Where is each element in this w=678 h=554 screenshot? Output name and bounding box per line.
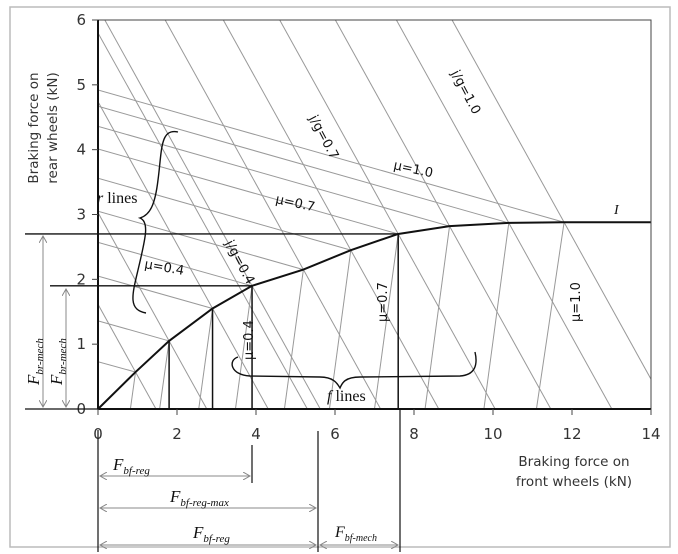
f-line (483, 222, 510, 409)
r-line (98, 177, 351, 251)
ideal-braking-curve (97, 221, 651, 410)
y-axis-title-line2: rear wheels (kN) (45, 72, 61, 183)
jg-line (104, 20, 321, 409)
x-tick-label: 8 (409, 425, 419, 443)
y-tick-label: 4 (76, 141, 86, 159)
F-bf-mech-label: Fbf-mech (334, 524, 377, 544)
dimension-lines (25, 408, 401, 552)
y-tick-label: 2 (76, 270, 86, 288)
jg-1.0-label: j/g=1.0 (447, 67, 483, 117)
jg-line (279, 20, 496, 409)
y-tick-label: 6 (76, 11, 86, 29)
mu-0.4-r-label: μ=0.4 (143, 257, 185, 279)
x-tick-label: 10 (483, 425, 502, 443)
jg-line (334, 20, 552, 409)
ideal-curve-label: I (613, 203, 620, 218)
f-line (424, 226, 451, 409)
x-tick-label: 4 (251, 425, 261, 443)
mu-0.4-f-label: μ=0.4 (242, 320, 257, 360)
f-line (283, 269, 304, 409)
f-line (198, 308, 214, 409)
f-lines-brace (231, 351, 477, 390)
jg-line (98, 100, 269, 409)
jg-line (98, 211, 208, 409)
construction-lines (98, 20, 651, 409)
F-br-mech-inner-label: Fbr-mech (47, 338, 69, 386)
x-tick-label: 6 (330, 425, 340, 443)
r-line (98, 275, 213, 309)
y-axis-title-line1: Braking force on (26, 72, 42, 183)
y-tick-label: 1 (76, 335, 86, 353)
r-line (98, 320, 170, 342)
f-line (129, 371, 137, 409)
r-line (98, 125, 450, 227)
x-axis-title-line1: Braking force on (518, 454, 629, 470)
x-tick-label: 2 (172, 425, 182, 443)
f-line (535, 222, 565, 409)
r-line (98, 361, 136, 373)
mu-0.7-r-label: μ=0.7 (274, 192, 316, 215)
mu-1.0-f-label: μ=1.0 (569, 282, 584, 322)
jg-0.7-label: j/g=0.7 (305, 112, 341, 162)
x-tick-labels: 02468101214 (93, 409, 661, 443)
jg-line (451, 20, 651, 381)
r-line (98, 105, 509, 224)
F-bf-reg-total-label: Fbf-reg (192, 523, 230, 545)
r-lines-brace (132, 130, 179, 314)
f-line (374, 233, 399, 409)
jg-line (164, 20, 382, 409)
x-tick-label: 14 (641, 425, 660, 443)
plot-area (25, 19, 652, 410)
plot-border (97, 19, 652, 410)
x-axis-title-line2: front wheels (kN) (516, 474, 632, 490)
y-tick-label: 3 (76, 206, 86, 224)
f-line (234, 285, 253, 409)
f-line (159, 340, 170, 409)
F-br-mech-outer-label: Fbr-mech (24, 338, 46, 386)
jg-line (395, 20, 613, 409)
r-line (98, 210, 304, 271)
mu-1.0-r-label: μ=1.0 (392, 158, 434, 181)
F-bf-reg-label: Fbf-reg (112, 455, 150, 477)
r-line (98, 89, 565, 223)
r-line (98, 148, 399, 235)
jg-line (98, 32, 308, 409)
x-tick-label: 12 (562, 425, 581, 443)
f-line (328, 250, 352, 409)
y-tick-label: 5 (76, 76, 86, 94)
r-lines-label: r lines (97, 190, 137, 207)
jg-line (98, 303, 157, 409)
r-line (98, 241, 253, 287)
f-lines-label: f lines (327, 388, 366, 405)
F-bf-reg-max-label: Fbf-reg-max (169, 487, 229, 509)
jg-0.4-label: j/g=0.4 (221, 237, 257, 287)
mu-0.7-f-label: μ=0.7 (376, 282, 391, 322)
